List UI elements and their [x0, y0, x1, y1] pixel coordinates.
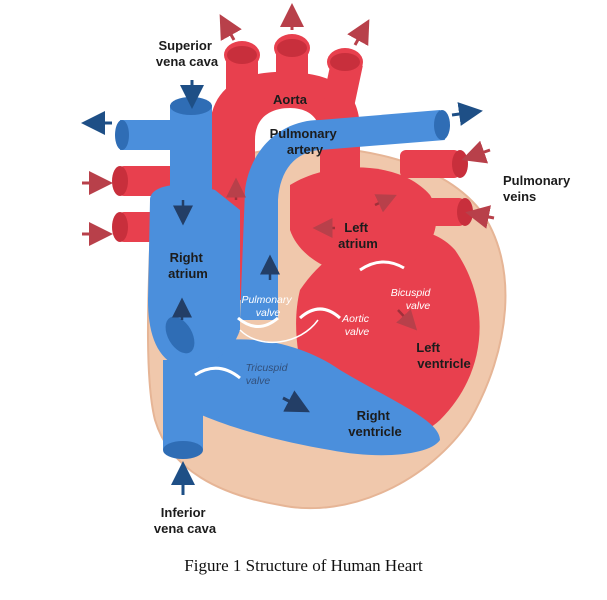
tricuspid-valve: [194, 366, 241, 380]
label-aorta: Aorta: [273, 92, 308, 107]
flow-arrow-left-ventricle: [396, 309, 418, 331]
label-tricuspid-valve: Tricuspid valve: [246, 362, 291, 387]
label-left-atrium: Left atrium: [338, 220, 378, 251]
label-bicuspid-valve: Bicuspid valve: [391, 287, 434, 312]
label-right-atrium: Right atrium: [168, 250, 208, 281]
flow-arrow-left-atrium-2: [374, 194, 397, 213]
label-pulmonary-veins: Pulmonary veins: [503, 173, 574, 204]
superior-vena-cava-vessel: [170, 105, 212, 255]
bicuspid-valve: [359, 260, 405, 272]
pulmonary-vein-right-lower: [410, 198, 465, 226]
label-left-ventricle: Left ventricle: [416, 340, 470, 371]
flow-arrow-pv-right-lower: [465, 205, 495, 229]
flow-arrow-aorta-1: [219, 14, 242, 41]
flow-arrow-pv-right-upper: [461, 140, 491, 164]
pulmonary-valve: [237, 316, 279, 328]
label-right-ventricle: Right ventricle: [348, 408, 401, 439]
aortic-valve: [298, 307, 342, 320]
label-superior-vena-cava: Superior vena cava: [156, 38, 219, 69]
pulmonary-artery-vessel: [120, 120, 170, 150]
label-aortic-valve: Aortic valve: [341, 313, 372, 338]
flow-arrow-pa-right: [451, 102, 483, 126]
pulmonary-vein-right-upper: [400, 150, 460, 178]
figure-caption: Figure 1 Structure of Human Heart: [184, 556, 423, 575]
pulmonary-trunk: [240, 110, 445, 320]
label-pulmonary-artery: Pulmonary artery: [270, 126, 341, 157]
flow-arrow-right-ventricle: [282, 390, 310, 413]
flow-arrow-aorta-3: [347, 19, 370, 46]
label-pulmonary-valve: Pulmonary valve: [241, 294, 294, 319]
label-inferior-vena-cava: Inferior vena cava: [154, 505, 217, 536]
